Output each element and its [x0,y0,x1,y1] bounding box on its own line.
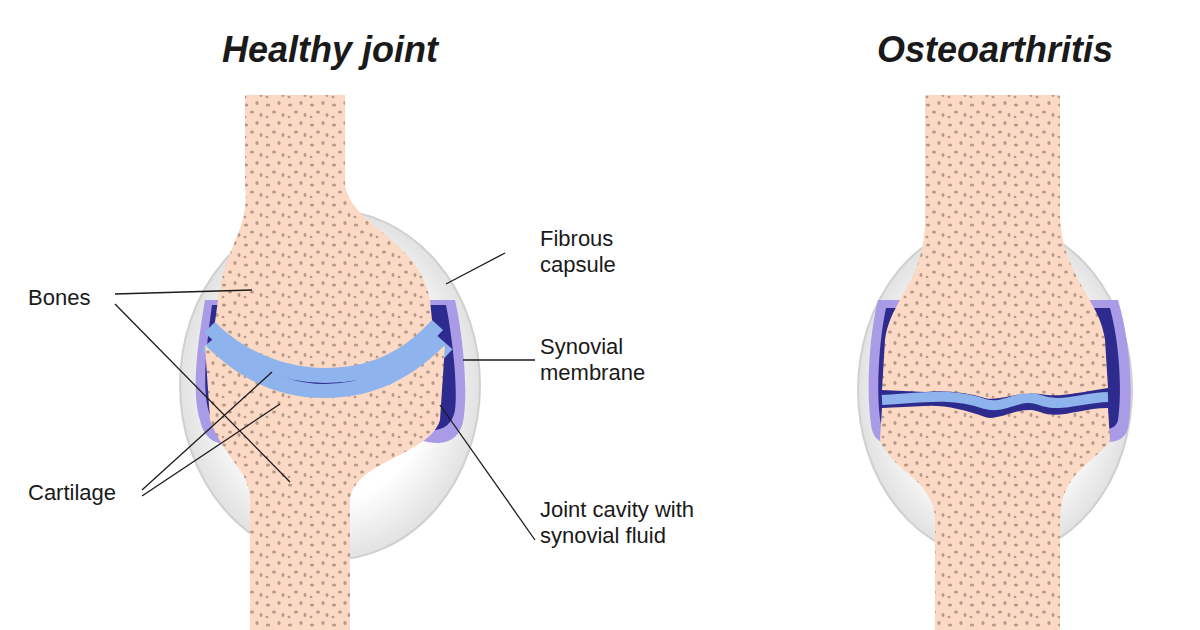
bone [205,345,445,630]
leader-lines [115,253,535,540]
part-label: Cartilage [28,480,158,506]
panel-title: Healthy joint [130,28,530,71]
part-label: Bones [28,285,148,311]
leader-line [142,372,272,490]
part-label: Fibrous capsule [540,226,665,279]
bone [882,95,1108,399]
bone [215,95,432,368]
panel-title: Osteoarthritis [795,28,1195,71]
bone [880,406,1110,630]
healthy-joint [180,95,480,630]
leader-line [440,405,535,540]
leader-line [142,404,280,496]
leader-line [446,253,505,284]
part-label: Synovial membrane [540,334,675,387]
part-label: Joint cavity with synovial fluid [540,497,700,550]
leader-line [115,290,252,294]
leader-line [463,359,535,360]
osteoarthritis-joint [858,95,1132,630]
